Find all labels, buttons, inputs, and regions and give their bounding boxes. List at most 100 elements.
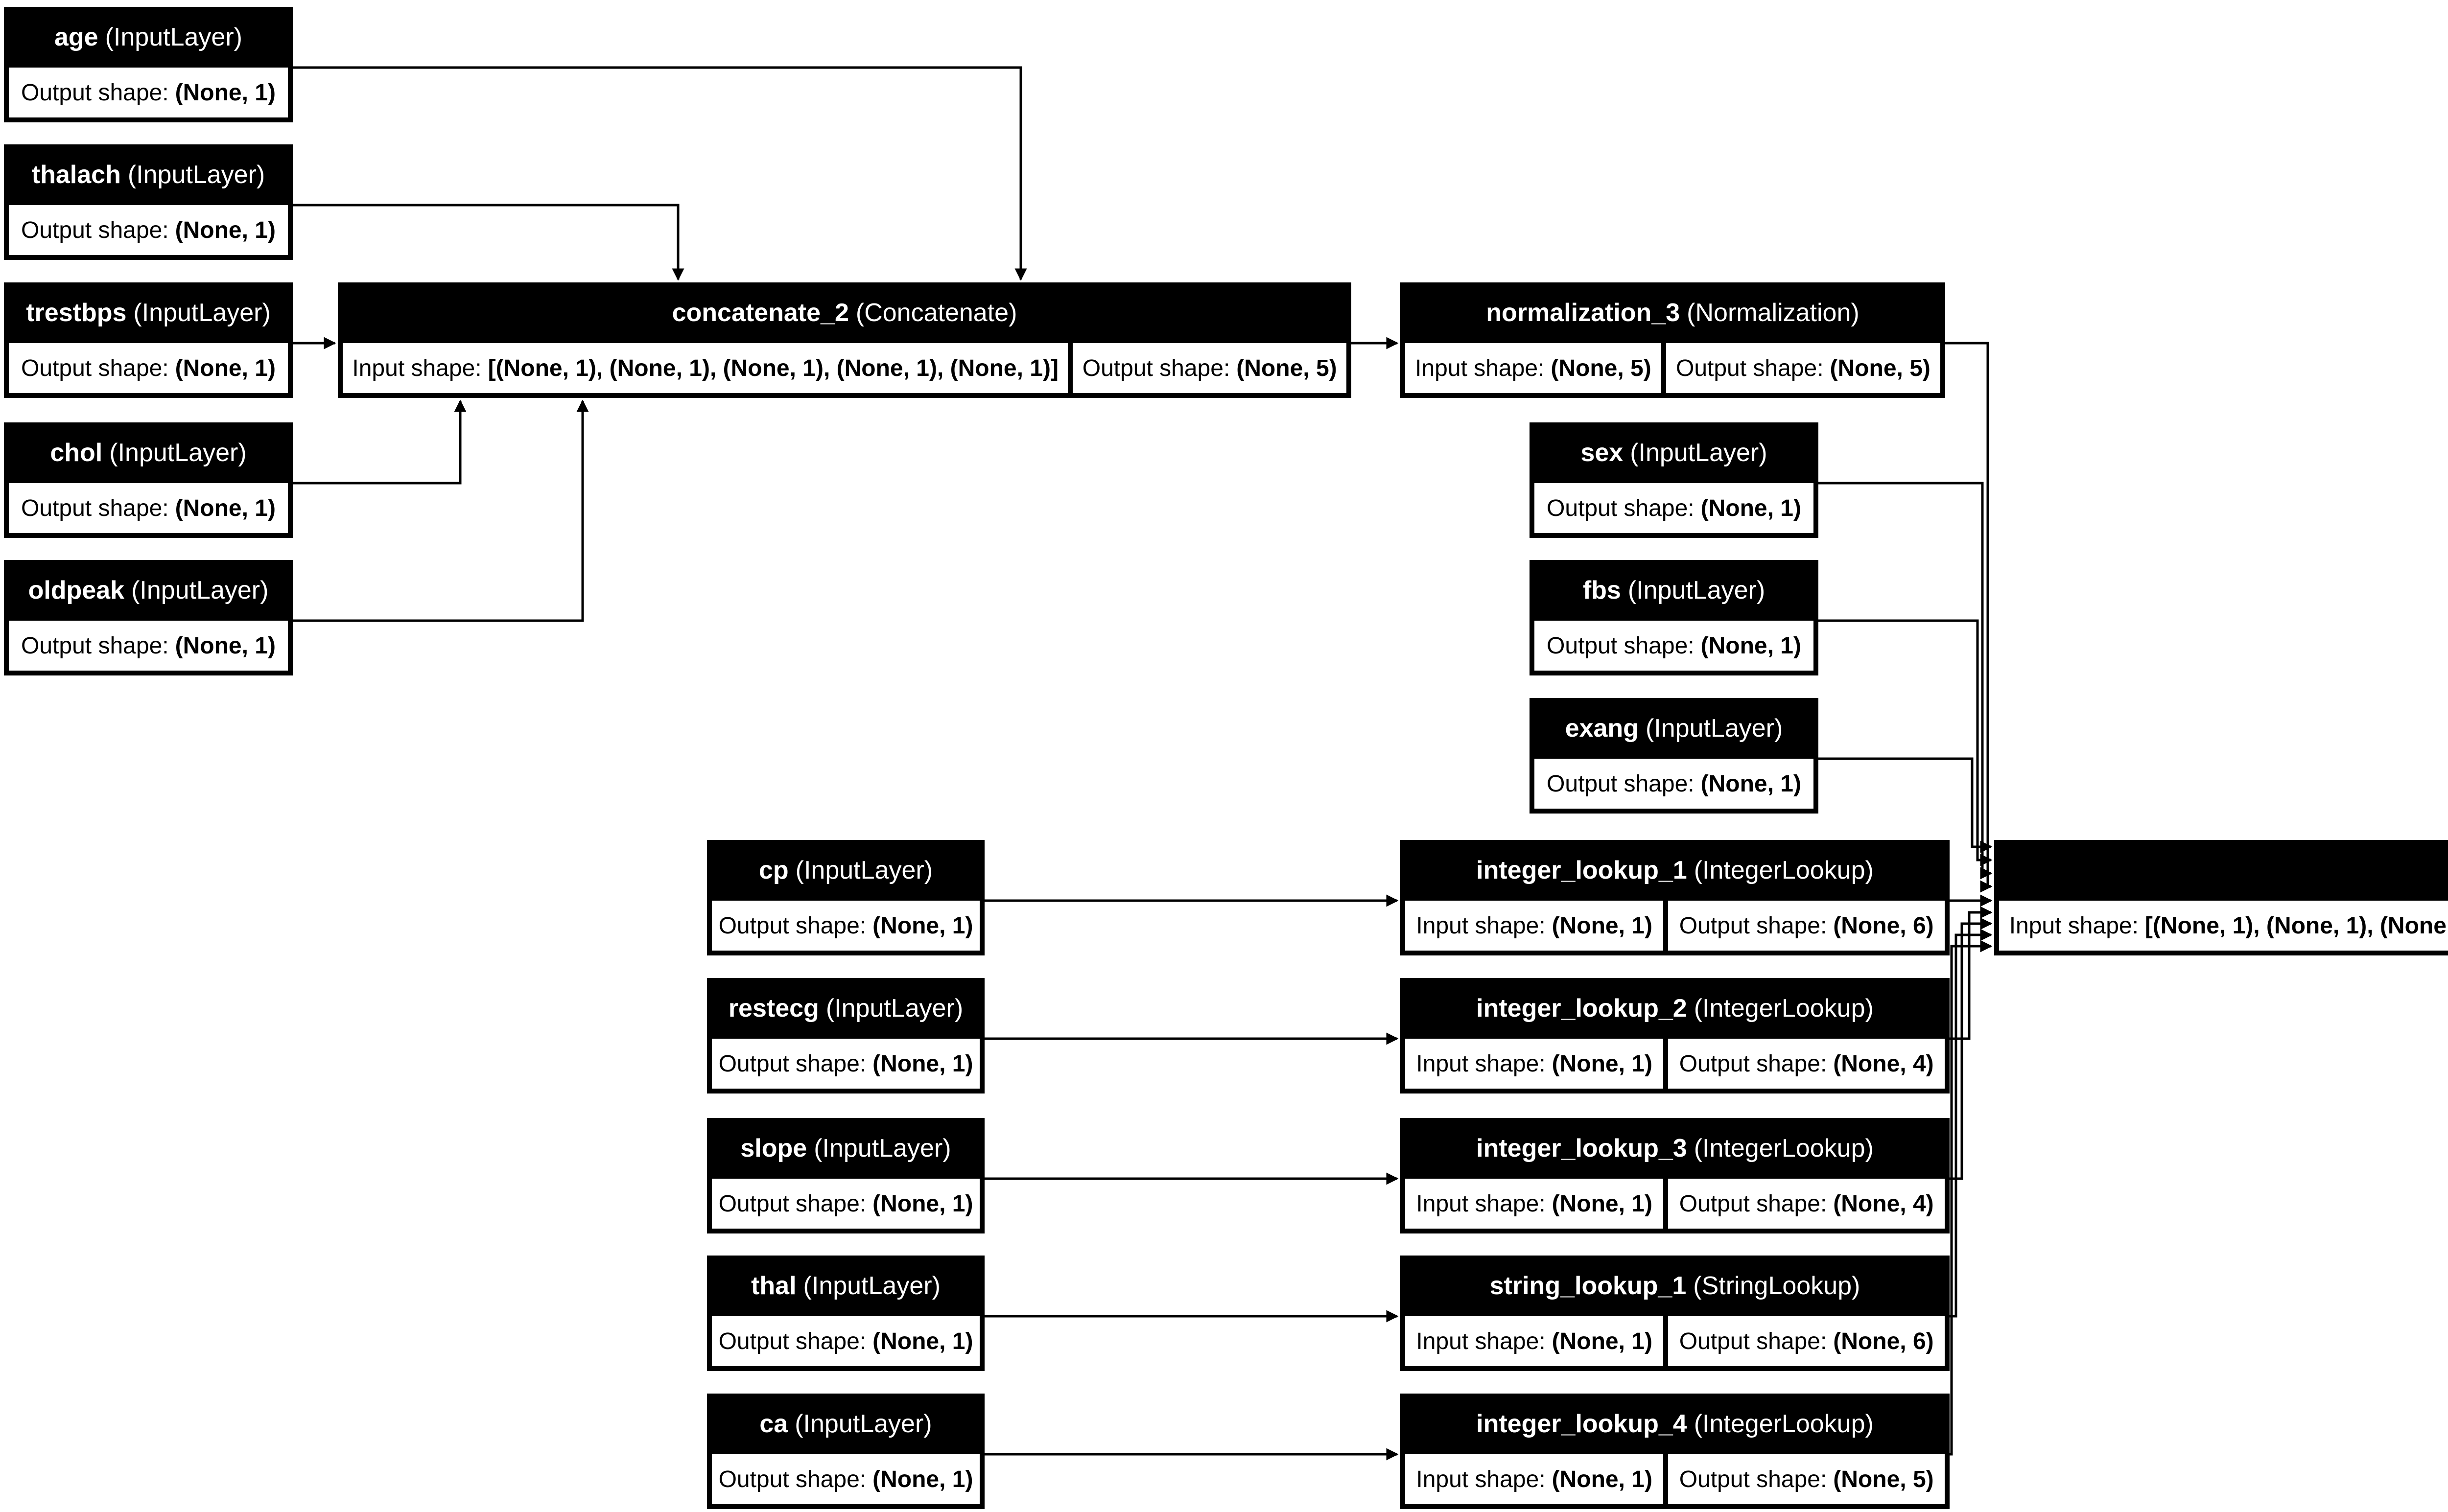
layer-name: cp [758, 856, 789, 884]
node-ca: ca (InputLayer) Output shape: (None, 1) [707, 1394, 985, 1509]
layer-name: chol [50, 439, 103, 467]
layer-header: string_lookup_1 (StringLookup) [1400, 1256, 1950, 1316]
layer-type: (InputLayer) [795, 1410, 932, 1438]
layer-shapes: Output shape: (None, 1) [9, 205, 288, 255]
shape-value: (None, 1) [175, 79, 276, 106]
shape-value: (None, 1) [872, 1050, 973, 1077]
layer-header: chol (InputLayer) [4, 422, 293, 483]
output-shape-cell: Output shape: (None, 1) [712, 1039, 980, 1089]
shape-value: (None, 1) [1700, 632, 1801, 659]
layer-header: fbs (InputLayer) [1530, 560, 1818, 621]
shape-value: (None, 1) [1552, 912, 1652, 939]
layer-header: integer_lookup_4 (IntegerLookup) [1400, 1394, 1950, 1454]
node-thal: thal (InputLayer) Output shape: (None, 1… [707, 1256, 985, 1371]
input-shape-cell: Input shape: (None, 5) [1405, 343, 1661, 393]
shape-value: [(None, 1), (None, 1), (None, 1), (None,… [2144, 912, 2448, 939]
layer-name: integer_lookup_4 [1476, 1410, 1687, 1438]
shape-label: Input shape: [1416, 1190, 1546, 1217]
layer-type: (InputLayer) [109, 439, 247, 467]
layer-header: integer_lookup_1 (IntegerLookup) [1400, 840, 1950, 901]
shape-value: (None, 5) [1236, 355, 1337, 381]
output-shape-cell: Output shape: (None, 1) [9, 621, 288, 671]
output-shape-cell: Output shape: (None, 1) [1534, 621, 1813, 671]
layer-header: trestbps (InputLayer) [4, 282, 293, 343]
output-shape-cell: Output shape: (None, 6) [1668, 901, 1945, 951]
layer-type: (InputLayer) [814, 1134, 951, 1163]
output-shape-cell: Output shape: (None, 1) [9, 483, 288, 533]
shape-value: (None, 5) [1830, 355, 1930, 381]
output-shape-cell: Output shape: (None, 1) [712, 1316, 980, 1366]
layer-type: (Normalization) [1687, 299, 1860, 327]
shape-label: Output shape: [718, 912, 867, 939]
edge-integer_lookup_2-to-concatenate_3 [1950, 906, 1993, 1040]
layer-type: (InputLayer) [795, 856, 933, 884]
shape-value: (None, 1) [1552, 1190, 1652, 1217]
shape-label: Input shape: [1416, 1328, 1546, 1354]
layer-shapes: Output shape: (None, 1) [712, 1039, 980, 1089]
output-shape-cell: Output shape: (None, 5) [1666, 343, 1941, 393]
shape-value: (None, 1) [175, 632, 276, 659]
edge-normalization_3-to-concatenate_3 [1945, 342, 1993, 893]
node-string_lookup_1: string_lookup_1 (StringLookup) Input sha… [1400, 1256, 1950, 1371]
node-thalach: thalach (InputLayer) Output shape: (None… [4, 144, 293, 260]
layer-type: (StringLookup) [1693, 1272, 1860, 1300]
layer-name: ca [759, 1410, 788, 1438]
input-shape-cell: Input shape: (None, 1) [1405, 901, 1664, 951]
layer-name: integer_lookup_3 [1476, 1134, 1687, 1163]
layer-header: concatenate_2 (Concatenate) [338, 282, 1351, 343]
layer-header: thalach (InputLayer) [4, 144, 293, 205]
layer-name: exang [1565, 714, 1639, 743]
layer-name: integer_lookup_2 [1476, 994, 1687, 1023]
edge-integer_lookup_4-to-concatenate_3 [1950, 940, 1993, 1456]
shape-label: Output shape: [1679, 1466, 1827, 1492]
node-integer_lookup_1: integer_lookup_1 (IntegerLookup) Input s… [1400, 840, 1950, 955]
layer-shapes: Input shape: (None, 1) Output shape: (No… [1405, 1454, 1945, 1504]
layer-shapes: Input shape: [(None, 1), (None, 1), (Non… [1999, 901, 2448, 951]
layer-type: (InputLayer) [1627, 576, 1765, 605]
edge-age-to-concatenate_2 [293, 66, 1027, 281]
layer-shapes: Output shape: (None, 1) [712, 901, 980, 951]
output-shape-cell: Output shape: (None, 5) [1668, 1454, 1945, 1504]
layer-header: thal (InputLayer) [707, 1256, 985, 1316]
shape-label: Output shape: [1679, 1050, 1827, 1077]
shape-value: [(None, 1), (None, 1), (None, 1), (None,… [488, 355, 1059, 381]
edge-chol-to-concatenate_2 [293, 399, 467, 485]
shape-label: Output shape: [21, 79, 169, 106]
layer-header: ca (InputLayer) [707, 1394, 985, 1454]
layer-name: slope [740, 1134, 807, 1163]
shape-label: Output shape: [718, 1328, 867, 1354]
shape-label: Output shape: [1679, 1328, 1827, 1354]
node-concatenate_3: concatenate_3 (Concatenate) Input shape:… [1994, 840, 2448, 955]
layer-shapes: Input shape: (None, 1) Output shape: (No… [1405, 1179, 1945, 1229]
layer-type: (InputLayer) [1630, 439, 1767, 467]
node-restecg: restecg (InputLayer) Output shape: (None… [707, 978, 985, 1093]
layer-shapes: Output shape: (None, 1) [9, 621, 288, 671]
output-shape-cell: Output shape: (None, 1) [712, 901, 980, 951]
output-shape-cell: Output shape: (None, 1) [9, 68, 288, 117]
shape-value: (None, 1) [872, 1466, 973, 1492]
input-shape-cell: Input shape: (None, 1) [1405, 1039, 1664, 1089]
layer-name: thal [751, 1272, 797, 1300]
layer-shapes: Input shape: [(None, 1), (None, 1), (Non… [343, 343, 1347, 393]
layer-type: (IntegerLookup) [1694, 994, 1874, 1023]
layer-shapes: Output shape: (None, 1) [1534, 621, 1813, 671]
shape-label: Output shape: [1675, 355, 1824, 381]
output-shape-cell: Output shape: (None, 1) [712, 1454, 980, 1504]
layer-header: normalization_3 (Normalization) [1400, 282, 1945, 343]
layer-name: fbs [1582, 576, 1621, 605]
node-integer_lookup_3: integer_lookup_3 (IntegerLookup) Input s… [1400, 1118, 1950, 1233]
shape-label: Output shape: [1547, 632, 1695, 659]
layer-shapes: Input shape: (None, 1) Output shape: (No… [1405, 1039, 1945, 1089]
layer-shapes: Output shape: (None, 1) [9, 343, 288, 393]
layer-header: age (InputLayer) [4, 7, 293, 68]
shape-label: Input shape: [1416, 912, 1546, 939]
input-shape-cell: Input shape: [(None, 1), (None, 1), (Non… [343, 343, 1068, 393]
shape-label: Input shape: [1416, 1466, 1546, 1492]
layer-shapes: Output shape: (None, 1) [712, 1179, 980, 1229]
layer-header: integer_lookup_2 (IntegerLookup) [1400, 978, 1950, 1039]
shape-value: (None, 1) [1700, 495, 1801, 521]
shape-value: (None, 1) [1552, 1328, 1652, 1354]
shape-label: Output shape: [21, 355, 169, 381]
layer-header: slope (InputLayer) [707, 1118, 985, 1179]
